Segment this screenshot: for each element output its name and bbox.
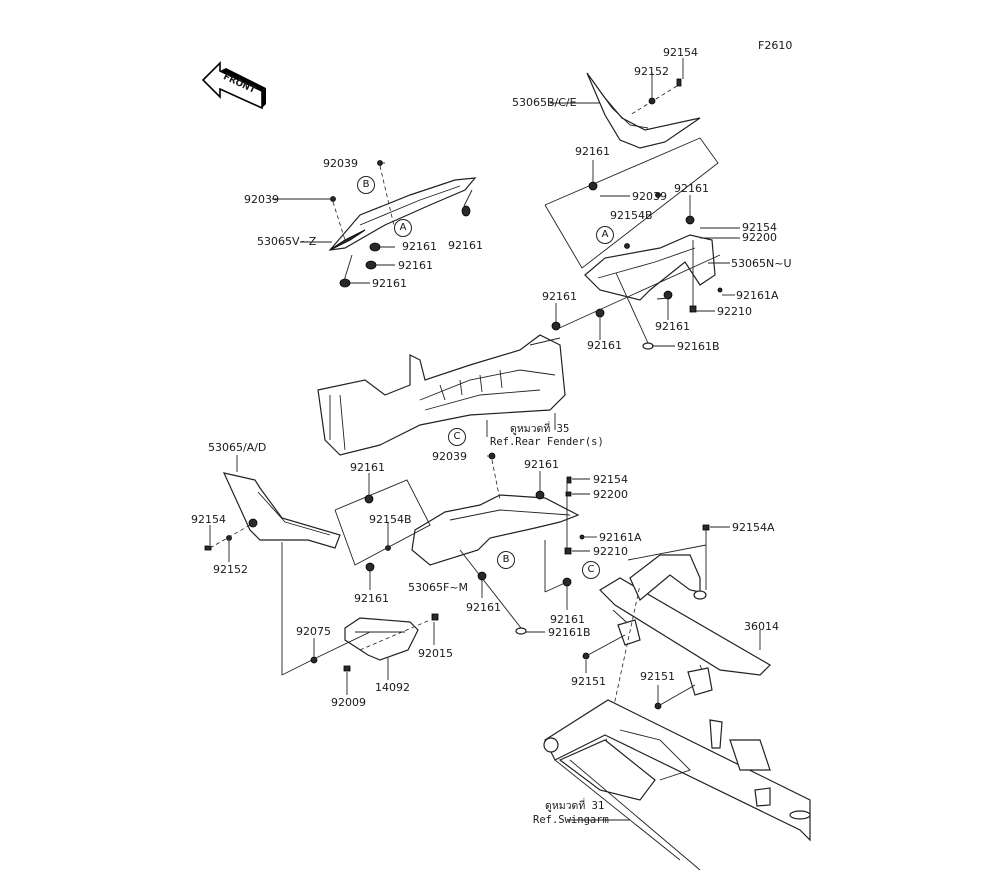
part-label[interactable]: 92151 bbox=[571, 675, 606, 688]
part-label[interactable]: 92161 bbox=[655, 320, 690, 333]
part-label[interactable]: 92154 bbox=[663, 46, 698, 59]
marker-c: C bbox=[448, 428, 466, 446]
top-right-cover bbox=[550, 58, 701, 149]
part-label[interactable]: 92200 bbox=[593, 488, 628, 501]
lower-left-side-cover bbox=[204, 455, 341, 676]
left-seat-cover bbox=[300, 160, 477, 288]
part-label[interactable]: 92161 bbox=[466, 601, 501, 614]
part-label[interactable]: 92161A bbox=[736, 289, 779, 302]
part-label[interactable]: 53065/A/D bbox=[208, 441, 267, 454]
reference-rear-fender[interactable]: Ref.Rear Fender(s) bbox=[490, 436, 604, 448]
marker-b: B bbox=[357, 176, 375, 194]
front-arrow-icon bbox=[201, 61, 266, 110]
marker-a: A bbox=[596, 226, 614, 244]
part-label[interactable]: 92161B bbox=[677, 340, 720, 353]
part-label[interactable]: 92161 bbox=[550, 613, 585, 626]
part-label[interactable]: 92161 bbox=[372, 277, 407, 290]
small-cover bbox=[310, 613, 439, 695]
chain-guard bbox=[582, 524, 771, 771]
part-label[interactable]: 92152 bbox=[213, 563, 248, 576]
part-label[interactable]: 92161 bbox=[587, 339, 622, 352]
part-label[interactable]: 92151 bbox=[640, 670, 675, 683]
part-label[interactable]: 92161 bbox=[542, 290, 577, 303]
part-label[interactable]: 53065F~M bbox=[408, 581, 469, 594]
part-label[interactable]: 92161 bbox=[350, 461, 385, 474]
part-label[interactable]: 92039 bbox=[244, 193, 279, 206]
part-label[interactable]: 92015 bbox=[418, 647, 453, 660]
part-label[interactable]: 92039 bbox=[632, 190, 667, 203]
marker-b: B bbox=[497, 551, 515, 569]
part-label[interactable]: 92161 bbox=[398, 259, 433, 272]
part-label[interactable]: 92161A bbox=[599, 531, 642, 544]
part-label[interactable]: 92161 bbox=[402, 240, 437, 253]
marker-c: C bbox=[582, 561, 600, 579]
part-label[interactable]: 92009 bbox=[331, 696, 366, 709]
part-label[interactable]: 92161 bbox=[674, 182, 709, 195]
part-label[interactable]: 92210 bbox=[593, 545, 628, 558]
part-label[interactable]: 92154B bbox=[610, 209, 653, 222]
part-label[interactable]: 92161 bbox=[448, 239, 483, 252]
reference-thai-35: ดูหมวดที่ 35 bbox=[510, 423, 570, 435]
rear-fender-assembly bbox=[317, 334, 566, 456]
reference-thai-31: ดูหมวดที่ 31 bbox=[545, 800, 605, 812]
swingarm bbox=[543, 699, 811, 871]
part-label[interactable]: 53065V~Z bbox=[257, 235, 317, 248]
part-label[interactable]: 92075 bbox=[296, 625, 331, 638]
part-label[interactable]: 92210 bbox=[717, 305, 752, 318]
part-label[interactable]: 92154A bbox=[732, 521, 775, 534]
part-label[interactable]: 92154 bbox=[191, 513, 226, 526]
marker-a: A bbox=[394, 219, 412, 237]
part-label[interactable]: 36014 bbox=[744, 620, 779, 633]
reference-swingarm[interactable]: Ref.Swingarm bbox=[533, 814, 609, 826]
part-label[interactable]: 53065N~U bbox=[731, 257, 792, 270]
part-label[interactable]: 92039 bbox=[432, 450, 467, 463]
part-label[interactable]: 92200 bbox=[742, 231, 777, 244]
leader-lines bbox=[272, 162, 740, 821]
part-label[interactable]: 92154 bbox=[593, 473, 628, 486]
lower-cover bbox=[334, 452, 585, 635]
figure-code: F2610 bbox=[758, 39, 793, 52]
tail-cover bbox=[544, 137, 723, 350]
part-label[interactable]: 92161 bbox=[524, 458, 559, 471]
part-label[interactable]: 92161 bbox=[575, 145, 610, 158]
part-label[interactable]: 92154 bbox=[742, 221, 777, 234]
part-label[interactable]: 53065B/C/E bbox=[512, 96, 577, 109]
part-label[interactable]: 14092 bbox=[375, 681, 410, 694]
part-label[interactable]: 92154B bbox=[369, 513, 412, 526]
part-label[interactable]: 92039 bbox=[323, 157, 358, 170]
part-label[interactable]: 92161 bbox=[354, 592, 389, 605]
part-label[interactable]: 92152 bbox=[634, 65, 669, 78]
part-label[interactable]: 92161B bbox=[548, 626, 591, 639]
